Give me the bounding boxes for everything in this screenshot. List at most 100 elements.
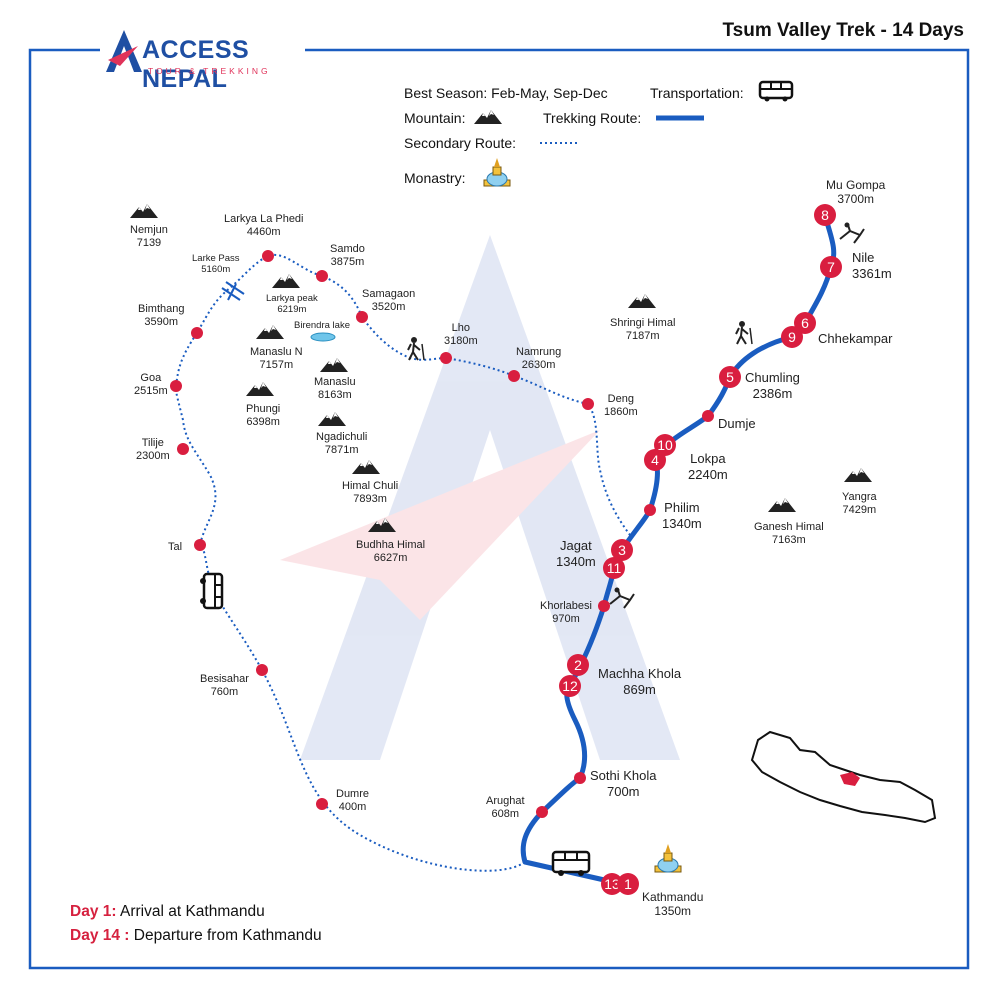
mountain-icon — [844, 468, 872, 482]
legend-mountain: Mountain: — [404, 110, 466, 126]
place-tal: Tal — [168, 541, 183, 553]
place-birendra-lake: Birendra lake — [294, 320, 350, 331]
day-marker-12: 12 — [559, 675, 581, 697]
legend-bus-icon — [758, 80, 794, 102]
svg-text:12: 12 — [562, 678, 578, 694]
legend-transportation: Transportation: — [650, 85, 744, 101]
svg-text:8: 8 — [821, 207, 829, 223]
day-marker-4: 4 — [644, 449, 666, 471]
mountain-icon — [768, 498, 796, 512]
legend-season: Best Season: Feb-May, Sep-Dec — [404, 85, 608, 101]
page-title: Tsum Valley Trek - 14 Days — [722, 20, 964, 41]
svg-text:2: 2 — [574, 657, 582, 673]
stop-dots — [170, 250, 714, 818]
map-frame — [28, 48, 970, 970]
brand-name: ACCESS NEPAL — [142, 36, 250, 93]
watermark-logo — [280, 235, 680, 760]
svg-text:6: 6 — [801, 315, 809, 331]
nepal-inset-map — [750, 730, 937, 824]
lake-icon — [310, 332, 336, 342]
mountain-icon — [628, 294, 656, 308]
hiker-icon — [735, 321, 753, 345]
day-marker-9: 9 — [781, 326, 803, 348]
mountain-icon — [474, 110, 502, 124]
day-marker-11: 11 — [603, 557, 625, 579]
secondary-route — [174, 253, 631, 872]
monastery-icon — [654, 844, 682, 873]
day-marker-5: 5 — [719, 366, 741, 388]
climber-icon — [839, 222, 865, 244]
svg-text:11: 11 — [607, 560, 622, 576]
svg-text:13: 13 — [604, 876, 620, 892]
svg-text:5: 5 — [726, 369, 734, 385]
svg-text:10: 10 — [657, 437, 673, 453]
mountain-icons — [130, 110, 872, 532]
brand-tagline: TOUR & TREKKING — [148, 66, 271, 76]
day-marker-1: 1 — [617, 873, 639, 895]
mountain-icon — [320, 358, 348, 372]
legend-trekking-route: Trekking Route: — [543, 110, 642, 126]
mountain-icon — [318, 412, 346, 426]
hiker-icon — [407, 337, 425, 361]
brand-logo: ACCESS NEPAL TOUR & TREKKING — [104, 28, 304, 93]
svg-text:1: 1 — [624, 876, 632, 892]
pass-icon — [221, 281, 245, 301]
day-marker-3: 3 — [611, 539, 633, 561]
climber-icon — [609, 587, 635, 609]
day-marker-8: 8 — [814, 204, 836, 226]
monastery-icon — [483, 158, 511, 187]
bus-icon — [200, 572, 224, 610]
legend-monastery: Monastry: — [404, 170, 466, 186]
logo-mark-icon — [106, 30, 142, 72]
day-marker-2: 2 — [567, 654, 589, 676]
legend-secondary-route: Secondary Route: — [404, 135, 517, 151]
bus-icon — [551, 850, 591, 876]
day-marker-13: 13 — [601, 873, 623, 895]
mountain-icon — [352, 460, 380, 474]
mountain-icon — [246, 382, 274, 396]
svg-text:9: 9 — [788, 329, 796, 345]
day-note-departure: Day 14 : Departure from Kathmandu — [70, 927, 322, 944]
place-dumje: Dumje — [718, 416, 756, 431]
svg-text:4: 4 — [651, 452, 659, 468]
mountain-icon — [130, 204, 158, 218]
day-marker-7: 7 — [820, 256, 842, 278]
svg-text:3: 3 — [618, 542, 626, 558]
day-note-arrival: Day 1: Arrival at Kathmandu — [70, 903, 265, 920]
